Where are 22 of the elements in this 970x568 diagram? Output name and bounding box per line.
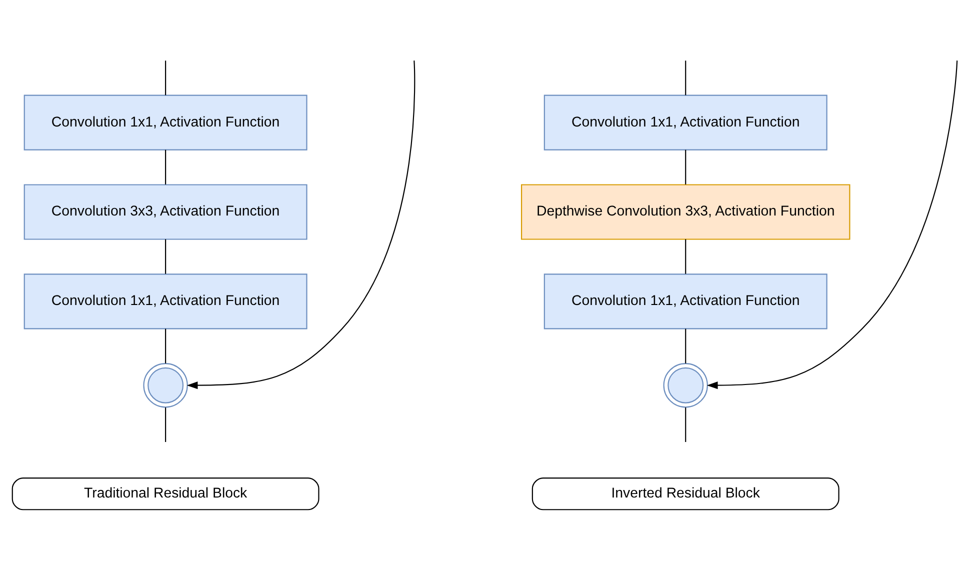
connector xyxy=(685,406,686,442)
node-box: Convolution 3x3, Activation Function xyxy=(24,184,308,240)
node-box: Depthwise Convolution 3x3, Activation Function xyxy=(520,184,850,240)
node-box: Convolution 1x1, Activation Function xyxy=(24,94,308,150)
node-box: Traditional Residual Block xyxy=(12,476,320,510)
arrow xyxy=(186,60,416,389)
node-box: Convolution 1x1, Activation Function xyxy=(24,273,308,329)
connector xyxy=(685,60,686,95)
node-box: Convolution 1x1, Activation Function xyxy=(544,273,828,329)
node-circle xyxy=(663,362,708,408)
connector xyxy=(165,149,166,184)
connector xyxy=(685,328,686,363)
connector xyxy=(165,238,166,274)
node-box: Convolution 1x1, Activation Function xyxy=(544,94,828,150)
connector xyxy=(685,238,686,274)
connector xyxy=(165,406,166,442)
node-circle xyxy=(143,362,188,408)
connector xyxy=(165,60,166,95)
connector xyxy=(685,149,686,184)
connector xyxy=(165,328,166,363)
node-box: Inverted Residual Block xyxy=(532,476,840,510)
arrow xyxy=(706,60,958,389)
